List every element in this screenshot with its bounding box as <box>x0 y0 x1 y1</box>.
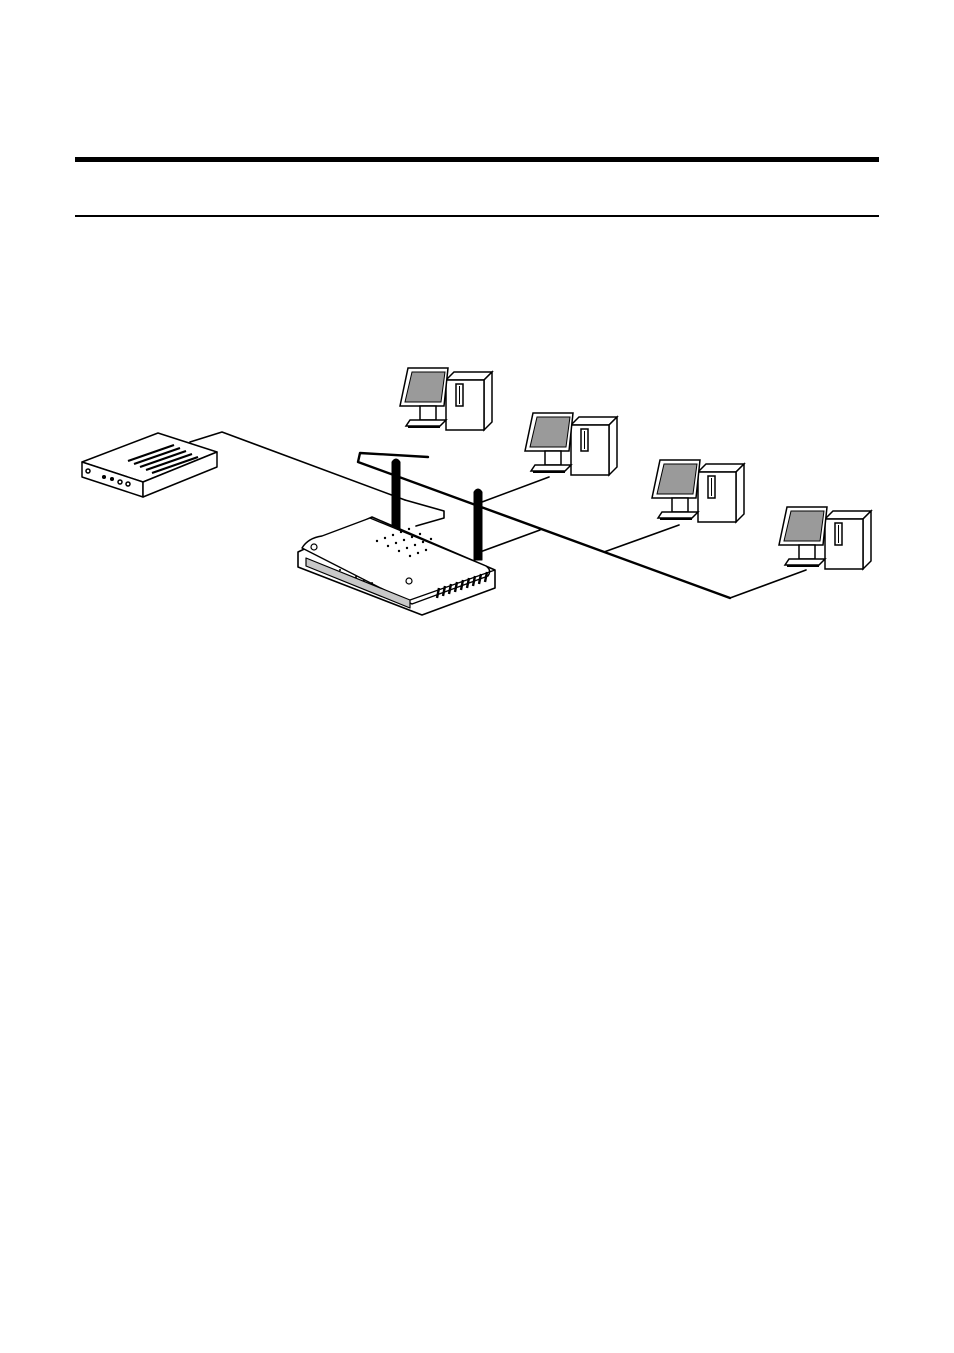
computer-icon-3 <box>652 460 744 522</box>
cable-modem-router <box>190 432 405 500</box>
antenna-left <box>392 459 400 530</box>
computer-icon-1 <box>400 368 492 430</box>
antenna-right <box>474 489 482 560</box>
cable-router-hub <box>480 530 540 552</box>
cable-pc2 <box>482 477 549 502</box>
cable-pc4 <box>730 570 806 598</box>
cable-pc3 <box>604 525 679 552</box>
computer-icon-4 <box>779 507 871 569</box>
cable-router-port <box>405 500 444 526</box>
modem-icon <box>82 433 217 497</box>
wireless-router-icon <box>298 459 495 615</box>
computer-icon-2 <box>525 413 617 475</box>
